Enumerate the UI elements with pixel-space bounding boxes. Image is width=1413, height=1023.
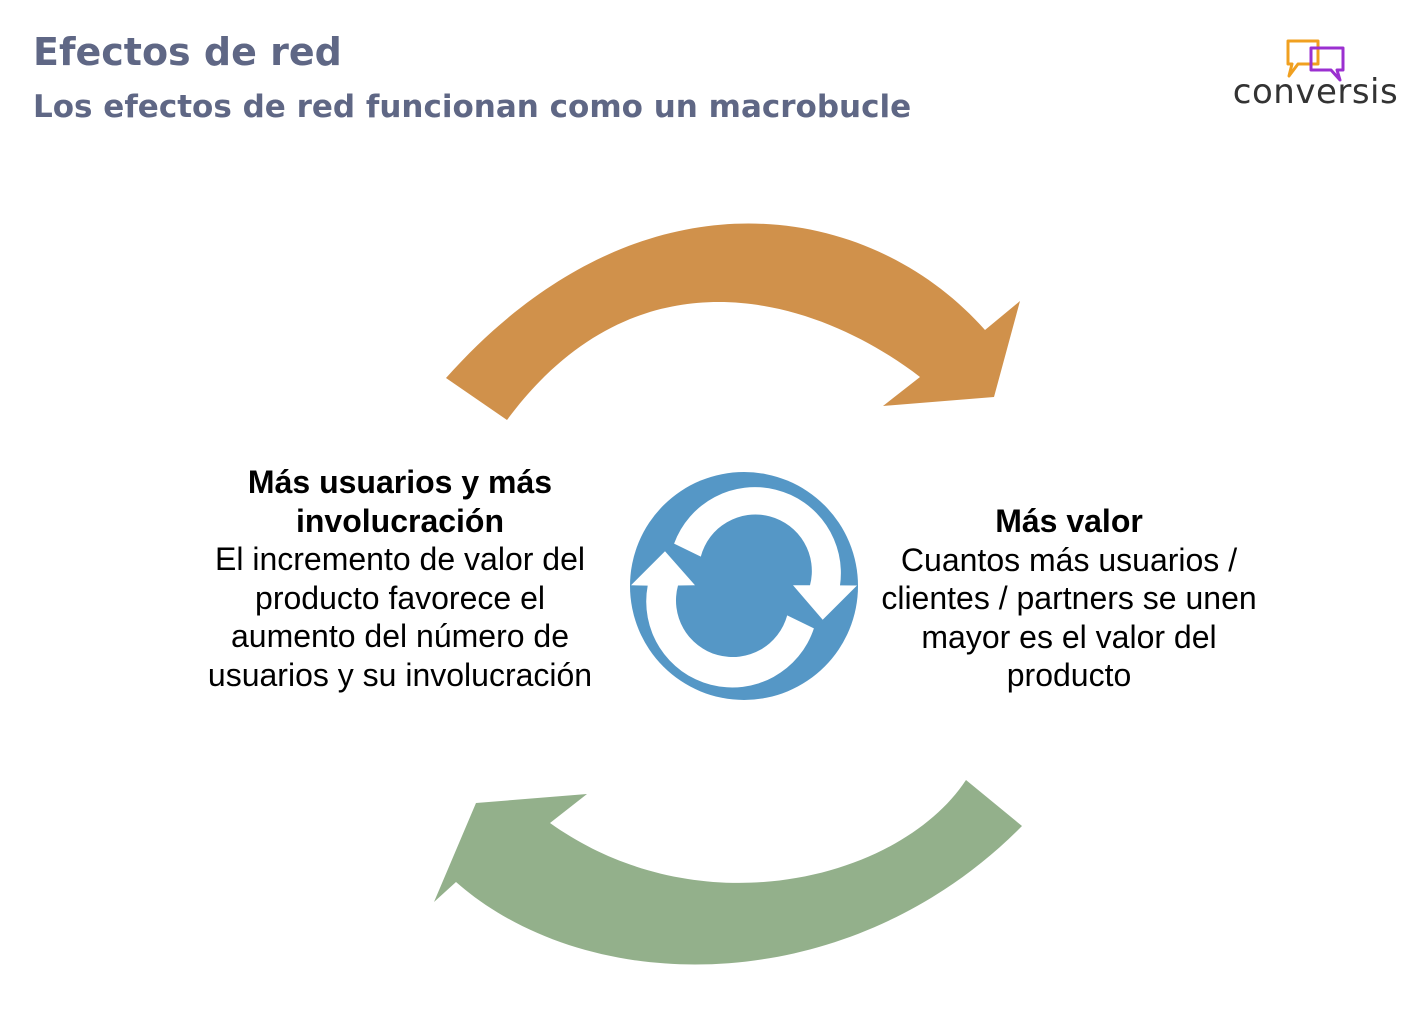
node-more-users-description: El incremento de valor del producto favo… — [207, 541, 593, 693]
purple-bubble-shape — [1309, 46, 1345, 82]
brand-logo: conversis — [1228, 38, 1403, 118]
refresh-cycle-icon — [630, 472, 858, 700]
top-curved-arrow — [446, 223, 1020, 420]
page-subtitle: Los efectos de red funcionan como un mac… — [33, 89, 912, 125]
orange-bubble-shape — [1286, 39, 1320, 78]
node-more-value-title: Más valor — [995, 503, 1143, 539]
speech-bubbles-icon — [1286, 39, 1345, 82]
node-more-value-description: Cuantos más usuarios / clientes / partne… — [881, 541, 1257, 694]
page-title: Efectos de red — [33, 30, 342, 74]
center-arrow-lower — [631, 551, 814, 688]
node-more-users: Más usuarios y más involucración El incr… — [195, 463, 605, 694]
node-more-users-title: Más usuarios y más involucración — [247, 464, 553, 539]
bottom-curved-arrow — [434, 780, 1022, 965]
center-arrow-upper — [674, 487, 857, 620]
node-more-value: Más valor Cuantos más usuarios / cliente… — [866, 502, 1272, 695]
logo-wordmark: conversis — [1232, 72, 1399, 112]
